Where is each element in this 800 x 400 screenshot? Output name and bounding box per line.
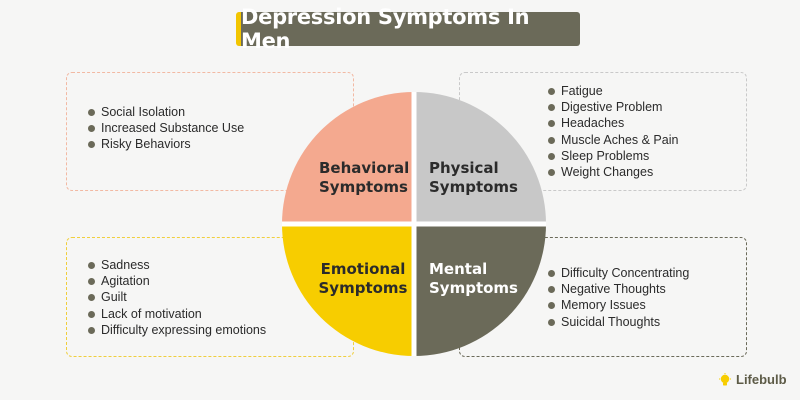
label-line: Symptoms [429, 279, 518, 297]
title-banner: Depression Symptoms In Men [236, 5, 580, 53]
list-item: Sleep Problems [548, 148, 678, 164]
physical-quadrant [414, 92, 546, 224]
page-title: Depression Symptoms In Men [241, 5, 530, 53]
list-item: Digestive Problem [548, 99, 678, 115]
list-item: Difficulty Concentrating [548, 265, 689, 281]
list-item: Muscle Aches & Pain [548, 132, 678, 148]
list-item: Lack of motivation [88, 306, 266, 322]
behavioral-quadrant [282, 92, 414, 224]
mental-symptoms-label: Mental Symptoms [429, 260, 525, 298]
list-item: Risky Behaviors [88, 136, 244, 152]
list-item: Headaches [548, 115, 678, 131]
list-item: Suicidal Thoughts [548, 314, 689, 330]
label-line: Symptoms [429, 178, 518, 196]
symptom-wheel [282, 92, 546, 356]
label-line: Mental [429, 260, 488, 278]
behavioral-symptoms-list: Social Isolation Increased Substance Use… [88, 104, 244, 153]
lightbulb-icon [719, 372, 731, 385]
emotional-quadrant [282, 224, 414, 356]
emotional-symptoms-label: Emotional Symptoms [317, 260, 409, 298]
label-line: Emotional [320, 260, 406, 278]
mental-quadrant [414, 224, 546, 356]
list-item: Fatigue [548, 83, 678, 99]
list-item: Negative Thoughts [548, 281, 689, 297]
physical-symptoms-label: Physical Symptoms [429, 159, 525, 197]
label-line: Symptoms [319, 178, 408, 196]
behavioral-symptoms-label: Behavioral Symptoms [319, 159, 410, 197]
label-line: Physical [429, 159, 499, 177]
list-item: Weight Changes [548, 164, 678, 180]
list-item: Social Isolation [88, 104, 244, 120]
list-item: Difficulty expressing emotions [88, 322, 266, 338]
list-item: Guilt [88, 289, 266, 305]
list-item: Memory Issues [548, 297, 689, 313]
emotional-symptoms-list: Sadness Agitation Guilt Lack of motivati… [88, 257, 266, 338]
lifebulb-logo: Lifebulb [718, 372, 787, 387]
list-item: Sadness [88, 257, 266, 273]
list-item: Agitation [88, 273, 266, 289]
logo-text: Lifebulb [736, 372, 787, 387]
list-item: Increased Substance Use [88, 120, 244, 136]
mental-symptoms-list: Difficulty Concentrating Negative Though… [548, 265, 689, 330]
label-line: Symptoms [318, 279, 408, 297]
label-line: Behavioral [319, 159, 410, 177]
physical-symptoms-list: Fatigue Digestive Problem Headaches Musc… [548, 83, 678, 180]
